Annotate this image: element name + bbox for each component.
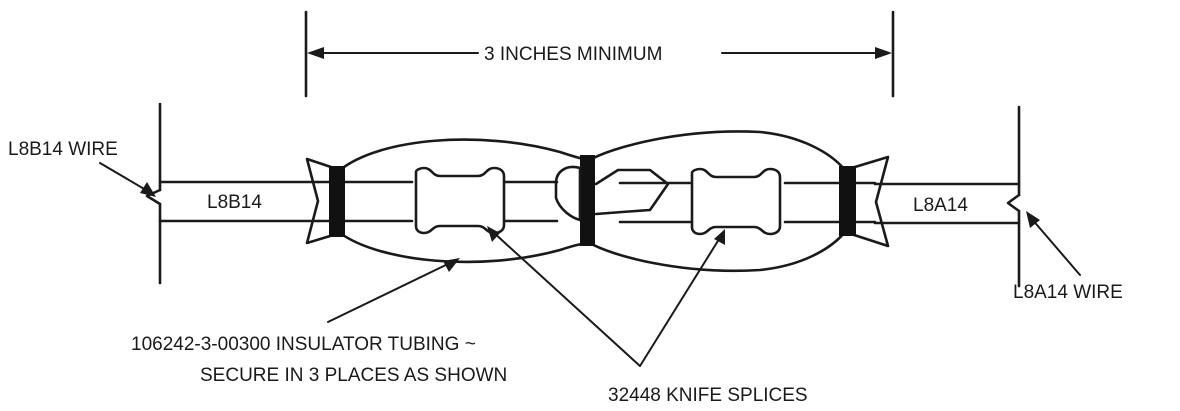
right-wire-end — [1006, 105, 1021, 288]
securing-band-right — [839, 166, 856, 236]
wire-conductor — [158, 180, 1021, 225]
right-conductor-label: L8A14 — [913, 195, 968, 216]
left-wire-label: L8B14 WIRE — [8, 139, 118, 160]
left-wire-end — [145, 102, 162, 285]
right-wire-label: L8A14 WIRE — [1013, 282, 1123, 303]
dimension-label: 3 INCHES MINIMUM — [484, 44, 662, 65]
dimension-line — [307, 47, 892, 59]
center-twisted-wires — [554, 165, 670, 222]
leader-lines — [99, 162, 1081, 367]
securing-band-center — [580, 155, 595, 246]
tubing-label-line1: 106242-3-00300 INSULATOR TUBING ~ — [131, 334, 476, 355]
knife-splice-left — [414, 166, 506, 235]
tubing-label-line2: SECURE IN 3 PLACES AS SHOWN — [200, 365, 507, 386]
insulator-tubing — [305, 130, 890, 273]
left-conductor-label: L8B14 — [207, 192, 262, 213]
knife-splices-label: 32448 KNIFE SPLICES — [608, 385, 808, 406]
securing-band-left — [329, 166, 345, 237]
knife-splice-right — [690, 167, 782, 236]
